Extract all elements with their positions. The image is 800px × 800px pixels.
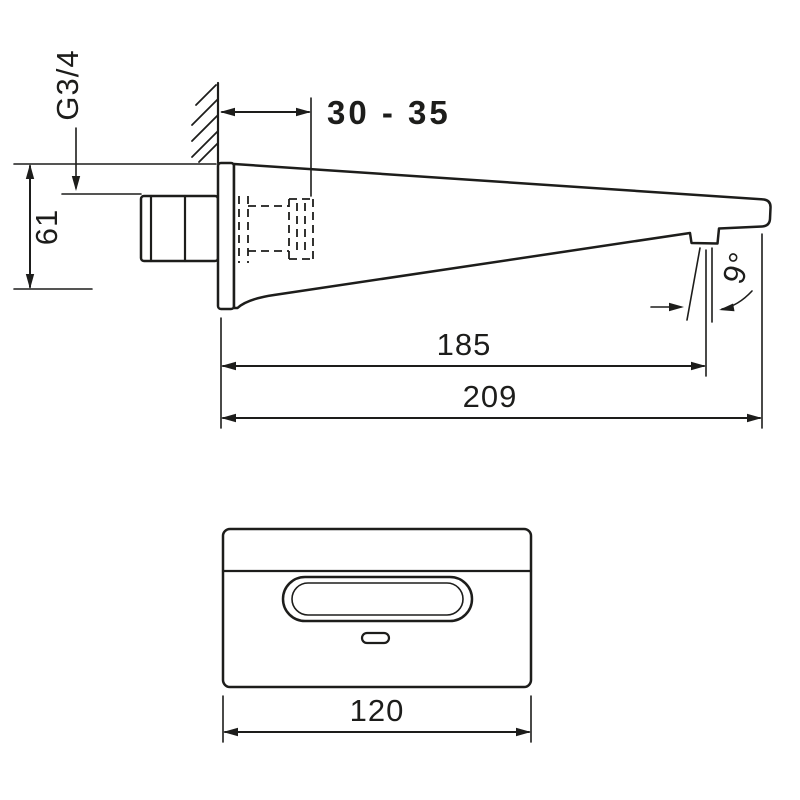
outlet-opening-inner bbox=[291, 582, 464, 616]
hidden-lines bbox=[238, 196, 314, 263]
dimension-wall-depth: 30 - 35 bbox=[220, 94, 451, 197]
outlet-slot bbox=[360, 631, 391, 645]
wall-plate bbox=[216, 161, 236, 311]
dim-label-thread: G3/4 bbox=[50, 49, 85, 120]
thread-connector bbox=[139, 194, 220, 263]
dim-label-spout-length: 185 bbox=[437, 327, 492, 362]
dimension-spout-length: 185 bbox=[220, 249, 707, 429]
dim-label-width: 120 bbox=[350, 693, 405, 728]
spout-body bbox=[232, 162, 772, 310]
dim-label-height: 61 bbox=[29, 209, 64, 245]
outlet-opening-outer bbox=[281, 575, 474, 623]
dim-label-wall-depth: 30 - 35 bbox=[327, 94, 451, 131]
dimension-thread: G3/4 bbox=[50, 49, 142, 195]
wall-hatching bbox=[191, 81, 220, 165]
dimension-height: 61 bbox=[13, 163, 217, 290]
dimension-width: 120 bbox=[222, 693, 532, 743]
side-view: 30 - 35 G3/4 61 9° bbox=[13, 49, 772, 429]
dim-label-angle: 9° bbox=[715, 247, 758, 288]
top-view: 120 bbox=[221, 527, 533, 743]
dimension-angle: 9° bbox=[650, 247, 759, 323]
dimension-total-length: 209 bbox=[221, 233, 763, 429]
dim-label-total-length: 209 bbox=[463, 379, 518, 414]
